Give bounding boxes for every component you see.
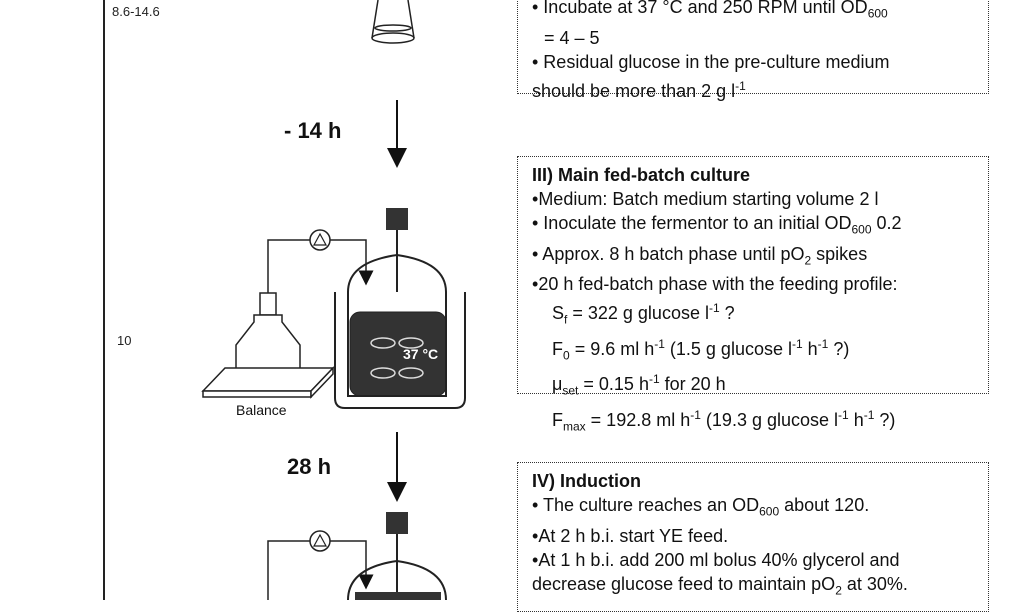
balance-icon — [203, 368, 333, 397]
fermentor-setup-1 — [203, 208, 465, 408]
temperature-label: 37 °C — [403, 346, 438, 362]
fermentor-setup-2 — [268, 512, 446, 600]
fermentor-vessel-icon — [335, 255, 465, 408]
flask-icon — [372, 0, 414, 43]
motor-icon — [386, 208, 408, 230]
balance-label: Balance — [236, 402, 287, 418]
motor-icon-2 — [386, 512, 408, 534]
